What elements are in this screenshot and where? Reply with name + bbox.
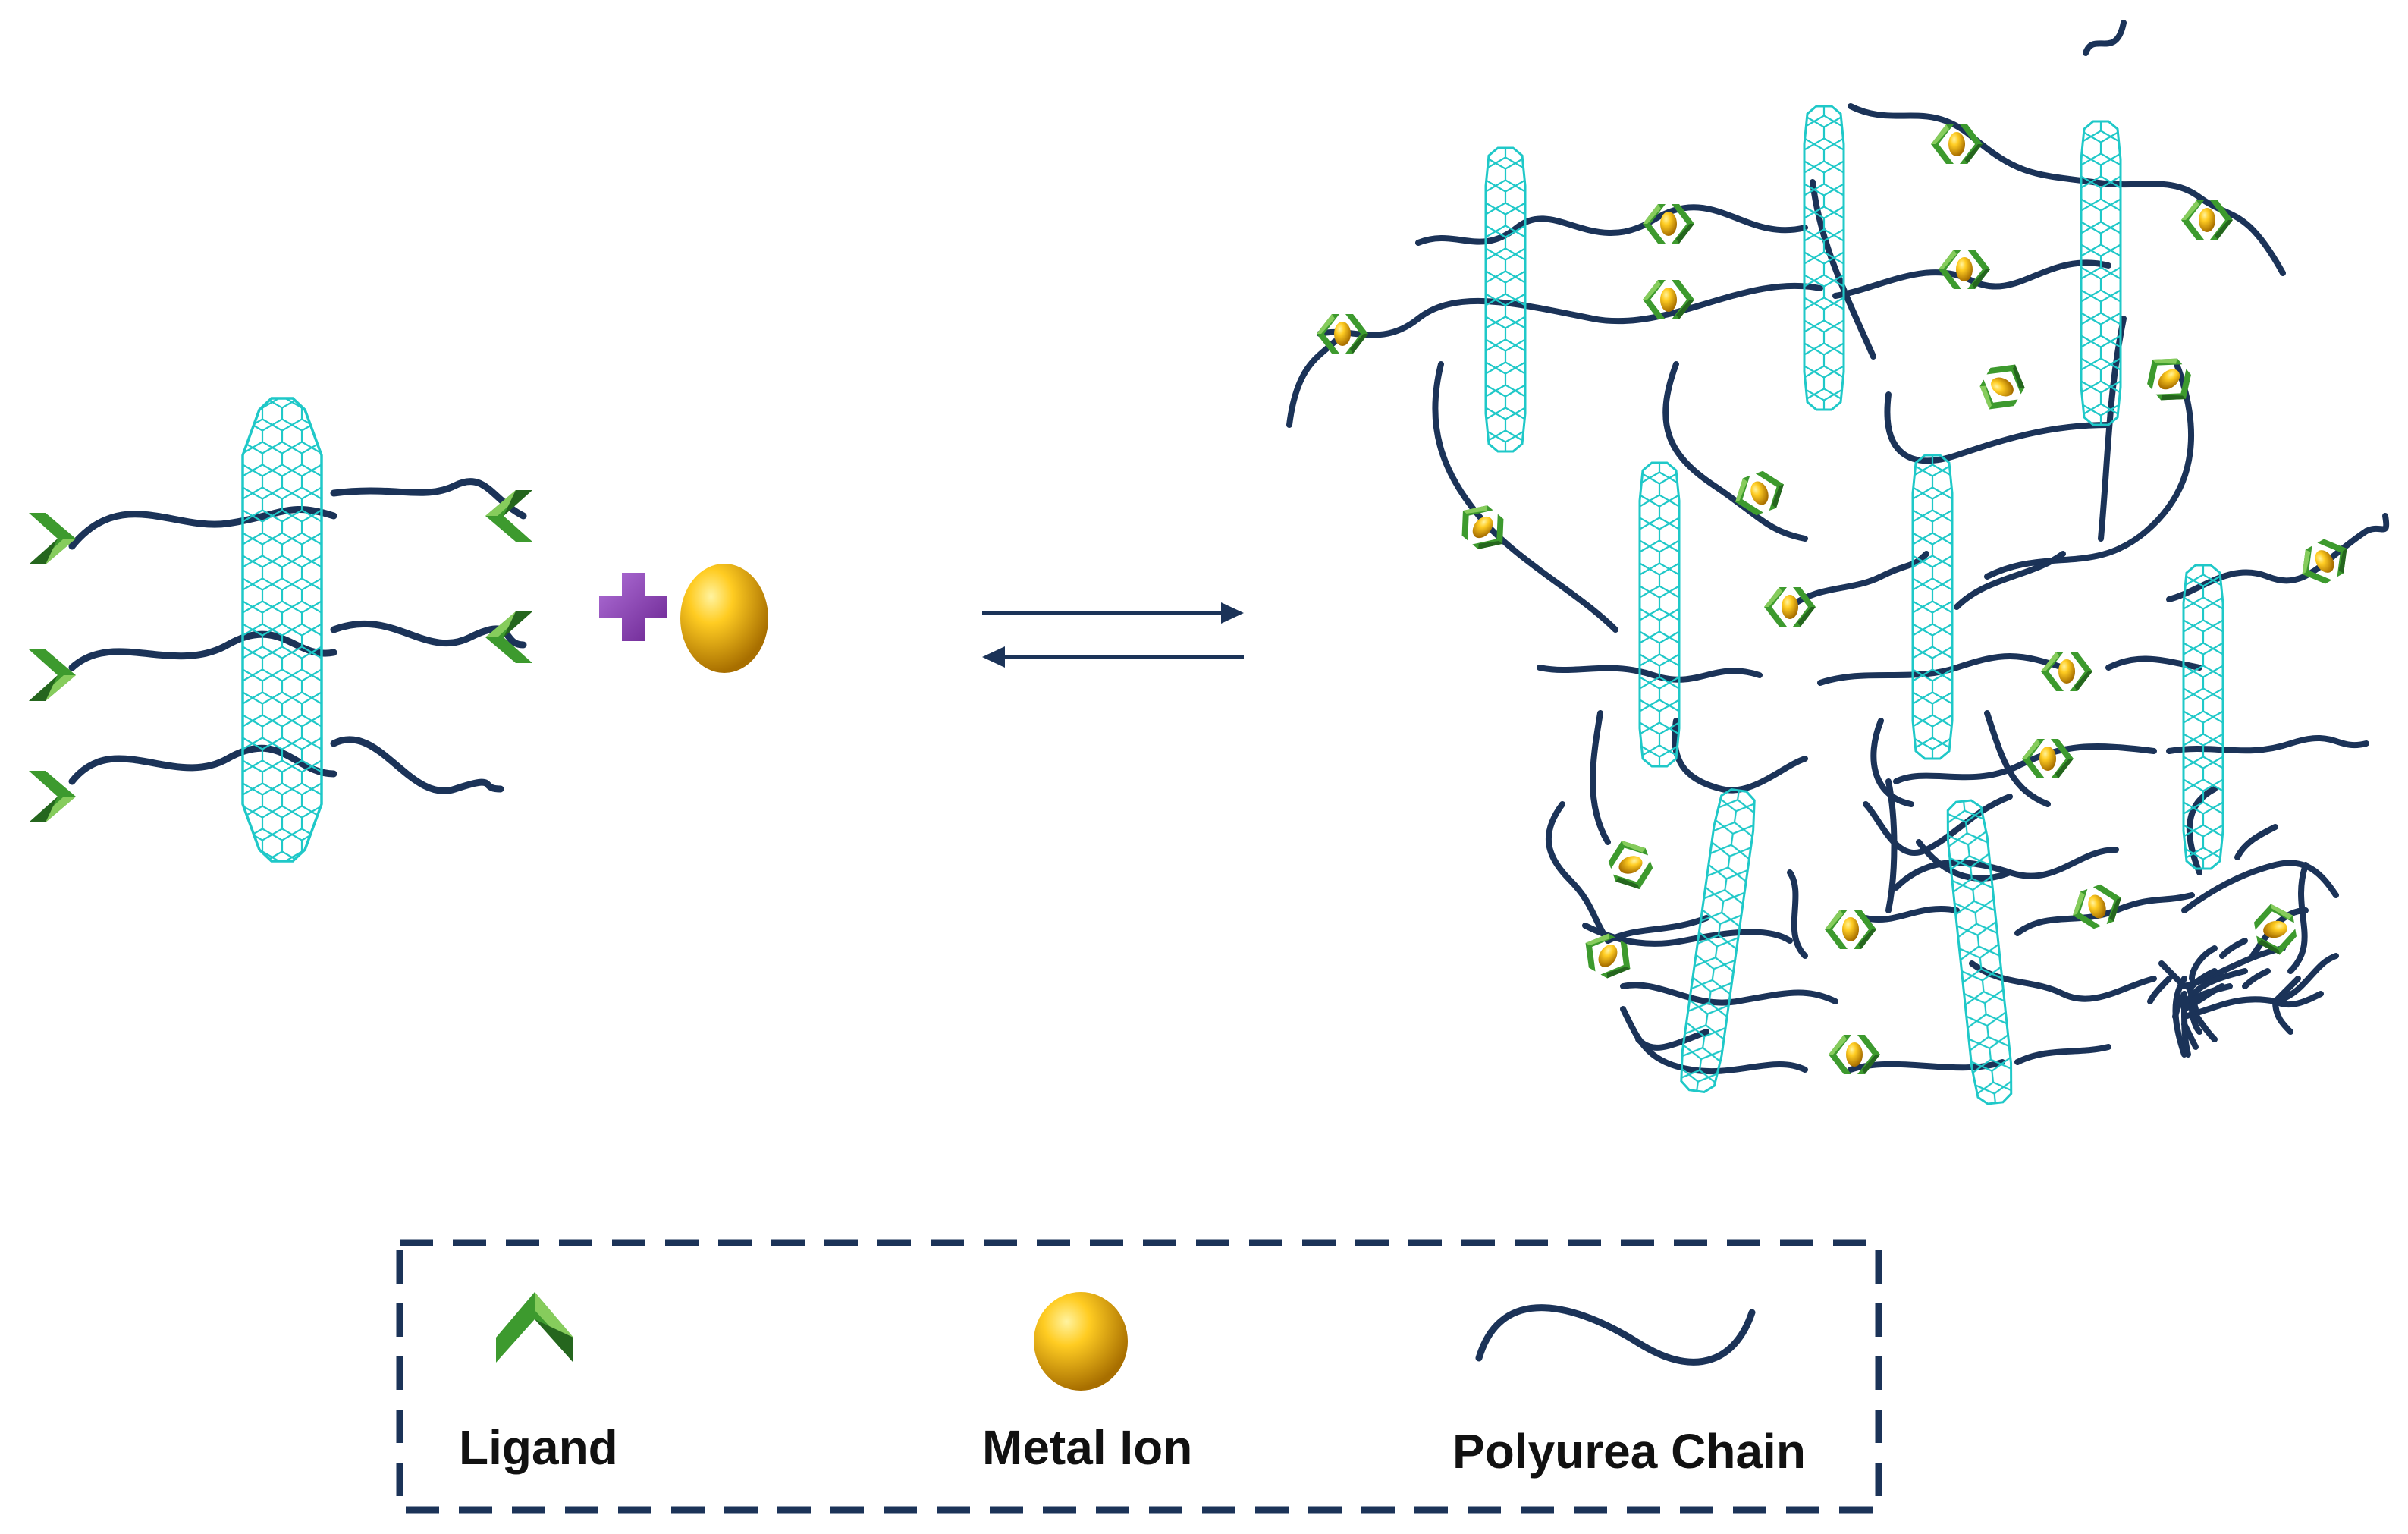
legend-ligand-icon [496, 1292, 573, 1363]
polymer-network [1286, 20, 2390, 1107]
carbon-nanotube-icon [1484, 105, 2224, 1107]
legend-polyurea-chain-label: Polyurea Chain [1452, 1424, 1806, 1479]
carbon-nanotube-icon [241, 397, 323, 863]
equilibrium-arrows-icon [982, 602, 1244, 668]
legend-ligand-label: Ligand [459, 1420, 618, 1475]
monomer-unit [29, 397, 532, 863]
legend-metal-ion-icon [1034, 1292, 1128, 1391]
metal-ion-sphere-icon [680, 564, 768, 673]
legend-metal-ion-label: Metal Ion [982, 1420, 1192, 1475]
plus-icon [599, 573, 667, 641]
legend: Ligand Metal Ion Polyurea Chain [396, 1239, 1882, 1514]
legend-border [396, 1239, 1882, 1514]
legend-polyurea-chain-icon [1475, 1304, 1756, 1366]
